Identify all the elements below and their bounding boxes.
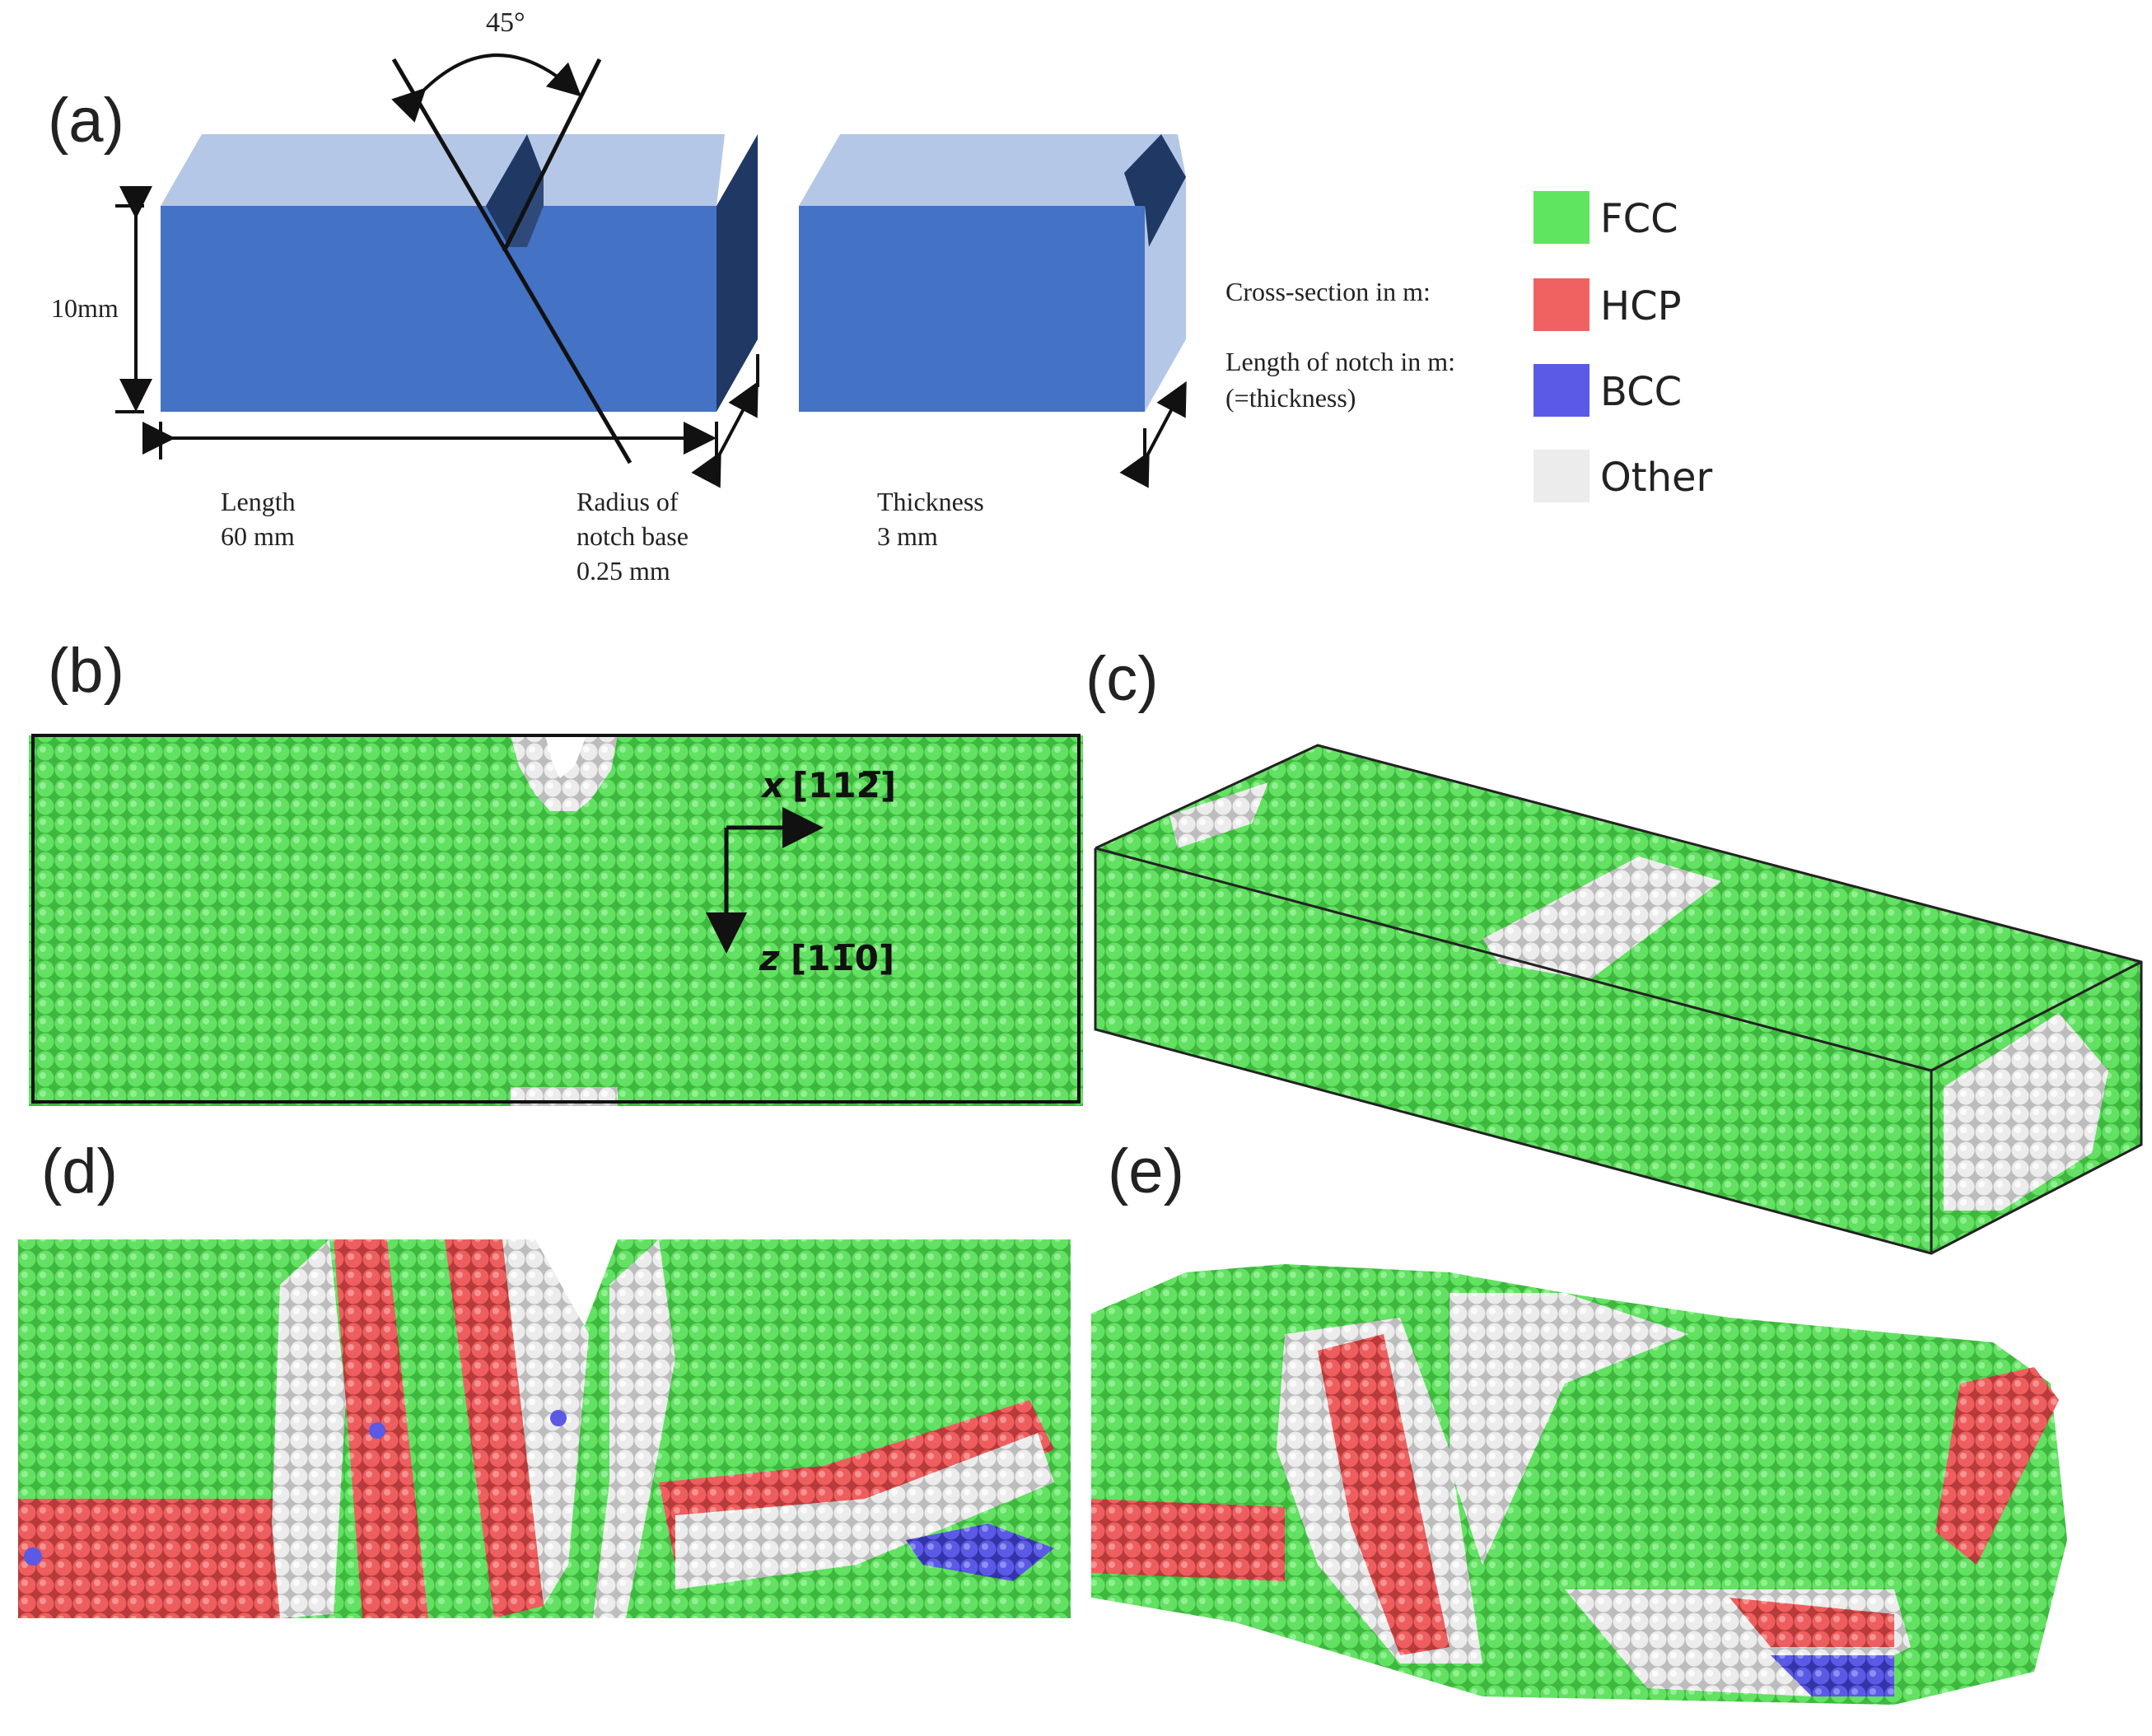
- other-band-d-3: [593, 1239, 675, 1618]
- radius-label-2: notch base: [577, 521, 689, 551]
- panel-label-c: (c): [1085, 644, 1159, 714]
- other-region-e-2: [1449, 1293, 1688, 1565]
- x-axis-name: x: [760, 765, 786, 805]
- thickness-label-2: 3 mm: [877, 521, 938, 551]
- notch-gap-b: [545, 735, 586, 778]
- specimen-block-left: [161, 134, 758, 412]
- bcc-atom-d-3: [550, 1410, 567, 1426]
- hcp-region-d-left: [18, 1499, 290, 1618]
- fcc-band-d-1: [387, 1239, 494, 1618]
- specimen-block-right: [799, 134, 1186, 412]
- legend-swatch-other: [1533, 450, 1589, 502]
- atomistic-model-d: [18, 1239, 1071, 1618]
- legend-swatch-bcc: [1533, 364, 1589, 417]
- notch-angle-line-1: [391, 58, 633, 464]
- length-label-2: 60 mm: [221, 521, 295, 551]
- angle-arc: [391, 54, 581, 123]
- radius-label-3: 0.25 mm: [577, 556, 670, 586]
- x-axis-direction: [112̅]: [792, 765, 896, 805]
- legend-label-bcc: BCC: [1600, 369, 1682, 415]
- box-edge-front-top-c: [1095, 847, 1932, 1072]
- corner-other-region-c: [1169, 782, 1268, 848]
- bcc-atom-d-1: [24, 1547, 42, 1566]
- thickness-label-1: Thickness: [877, 487, 984, 516]
- height-label: 10mm: [51, 293, 119, 323]
- cross-section-label: Cross-section in m:: [1225, 277, 1431, 306]
- other-region-d-right: [675, 1433, 1054, 1589]
- hcp-region-e-bottom: [1730, 1598, 1894, 1647]
- notch-length-label-1: Length of notch in m:: [1225, 347, 1455, 376]
- notch-angle-line-2: [502, 58, 602, 253]
- hcp-band-d-2: [445, 1239, 544, 1618]
- simulation-box-b: [31, 734, 1081, 1104]
- panel-label-b: (b): [48, 636, 124, 706]
- simulation-box-edges-c: [1094, 744, 2143, 1255]
- notch-face: [486, 134, 544, 247]
- block-right-top: [799, 134, 1178, 206]
- atomistic-model-b: x [112̅] z [11̅0]: [29, 734, 1083, 1106]
- length-label-1: Length: [221, 487, 296, 516]
- legend-label-fcc: FCC: [1600, 196, 1678, 242]
- thickness-dimension-right: [1119, 380, 1187, 488]
- atomistic-model-c: [1094, 744, 2143, 1255]
- thickness-dimension-left: [691, 380, 759, 488]
- hcp-band-e: [1318, 1334, 1449, 1655]
- block-left-front: [161, 206, 717, 412]
- legend: FCC HCP BCC Other: [1533, 191, 1713, 502]
- notch-length-label-2: (=thickness): [1225, 383, 1356, 413]
- legend-swatch-fcc: [1533, 191, 1589, 244]
- atomistic-model-e: [1091, 1264, 2067, 1705]
- panel-label-e: (e): [1108, 1136, 1184, 1206]
- z-axis-direction: [11̅0]: [791, 938, 894, 978]
- other-band-d-2: [502, 1239, 589, 1606]
- legend-label-hcp: HCP: [1600, 283, 1682, 329]
- bcc-region-e: [1771, 1655, 1894, 1696]
- notch-inner: [509, 177, 544, 247]
- bcc-region-d: [906, 1524, 1054, 1581]
- legend-label-other: Other: [1600, 455, 1713, 501]
- bcc-atom-d-2: [369, 1422, 385, 1439]
- block-right-side: [1145, 177, 1186, 412]
- panel-label-a: (a): [48, 86, 124, 156]
- hcp-region-e-left: [1091, 1499, 1285, 1581]
- block-left-top: [161, 134, 725, 206]
- block-left-side: [717, 134, 758, 412]
- front-face-c: [1095, 848, 1931, 1253]
- legend-swatch-hcp: [1533, 278, 1589, 331]
- angle-label: 45°: [486, 7, 525, 38]
- hcp-region-e-right: [1935, 1367, 2059, 1565]
- z-axis-name: z: [759, 938, 780, 978]
- other-band-d-1: [272, 1239, 346, 1618]
- radius-label-1: Radius of: [577, 487, 679, 516]
- block-right-front: [799, 206, 1145, 412]
- side-other-region-c: [1944, 1013, 2108, 1211]
- box-edge-side-top-c: [1930, 960, 2142, 1072]
- top-other-region-c: [1482, 856, 1721, 980]
- panel-label-d: (d): [41, 1136, 118, 1206]
